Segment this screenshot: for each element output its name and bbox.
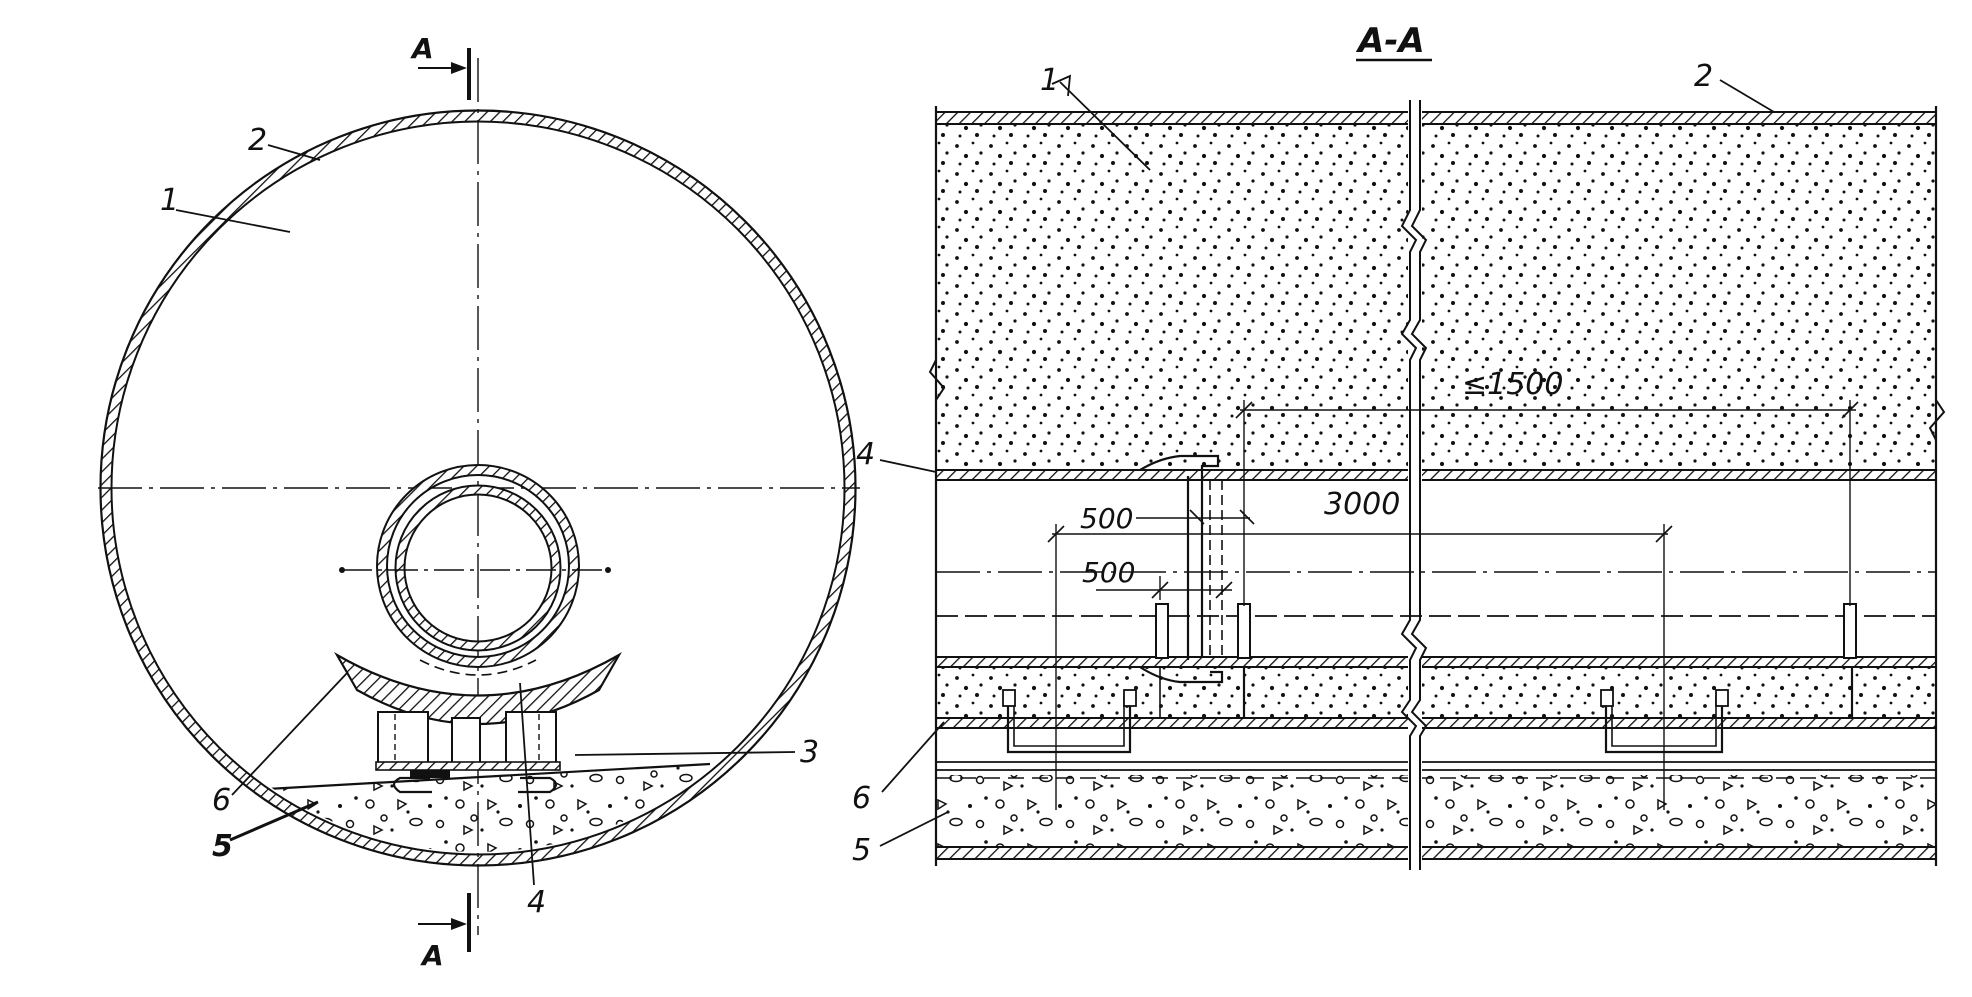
section-view-a-a: A-A	[852, 21, 1946, 870]
dimension-spacing-max: ≤1500	[1462, 367, 1563, 402]
support-plate	[935, 717, 1937, 729]
dimension-length: 3000	[1324, 487, 1400, 522]
callout-4-left: 4	[527, 885, 546, 920]
callout-5-left: 5	[212, 829, 233, 864]
sand-layer	[936, 665, 1936, 719]
guide-post	[1155, 603, 1169, 659]
section-mark-bottom: A	[420, 939, 444, 972]
dimension-offset-top: 500	[1080, 502, 1133, 535]
guide-post	[1843, 603, 1857, 659]
channel-bottom-plate	[935, 656, 1937, 668]
top-casing-plate	[935, 111, 1937, 125]
bottom-casing-plate	[935, 846, 1937, 860]
gravel-fill	[936, 775, 1936, 847]
u-bolt	[1006, 696, 1132, 754]
break-line	[1400, 100, 1428, 870]
callout-5-right: 5	[852, 833, 871, 868]
callout-2-left: 2	[248, 123, 267, 158]
callout-1-left: 1	[160, 183, 179, 218]
pipe-insulation-ring	[377, 465, 579, 667]
callout-4-right: 4	[856, 437, 875, 472]
dimension-1500: ≤1500	[1235, 367, 1859, 606]
channel-top-plate	[935, 469, 1937, 481]
pipe-joint	[1139, 454, 1224, 684]
guide-post	[1237, 603, 1251, 659]
pipe-wall	[395, 485, 561, 651]
callout-6-left: 6	[212, 783, 231, 818]
callout-3-left: 3	[800, 735, 819, 770]
dimension-500-bottom: 500	[1082, 556, 1233, 600]
section-mark-top: A	[410, 32, 434, 65]
support-block	[375, 711, 561, 778]
dimension-500-top: 500	[1080, 502, 1255, 535]
dimension-3000: 3000	[1047, 487, 1673, 810]
cross-section-view: A A	[98, 32, 860, 972]
insulation-fill	[936, 122, 1936, 466]
callout-6-right: 6	[852, 781, 871, 816]
dimension-offset-bottom: 500	[1082, 556, 1135, 589]
section-title: A-A	[1355, 21, 1425, 61]
callout-1-right: 1	[1040, 63, 1059, 98]
callout-2-right: 2	[1694, 59, 1713, 94]
